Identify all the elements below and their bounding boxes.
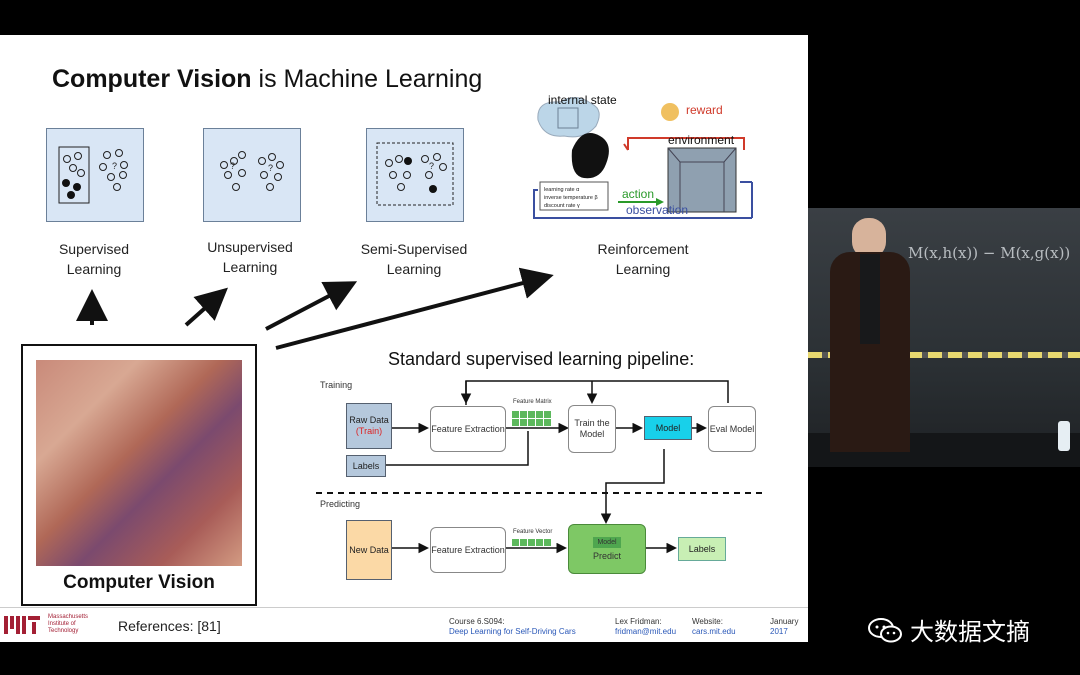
- computer-vision-caption: Computer Vision: [63, 572, 215, 593]
- supervised-panel: ?: [46, 128, 144, 222]
- predicting-label: Predicting: [320, 499, 361, 509]
- predict-model-tag: Model: [593, 536, 621, 548]
- feature-extraction-node-2: Feature Extraction: [430, 527, 506, 573]
- lecturer-head: [852, 218, 886, 258]
- arrows-layer: [76, 267, 554, 350]
- slide: Computer Vision is Machine Learning ? ??: [0, 35, 808, 642]
- rl-param-3: discount rate γ: [544, 203, 580, 209]
- website-info: Website:cars.mit.edu: [692, 617, 736, 636]
- course-info: Course 6.S094:Deep Learning for Self-Dri…: [449, 617, 576, 636]
- raw-data-node: Raw Data(Train): [346, 403, 392, 449]
- water-bottle: [1058, 421, 1070, 451]
- reward-label: reward: [686, 103, 723, 117]
- svg-text:?: ?: [230, 161, 235, 171]
- reinforcement-diagram: internal state reward environment action…: [530, 90, 755, 222]
- internal-state-label: internal state: [548, 93, 617, 107]
- predict-label: Predict: [592, 550, 621, 561]
- lecturer-video: M(x,h(x)) − M(x,g(x)): [808, 208, 1080, 467]
- chalk-tray: [808, 352, 1080, 358]
- pipeline-title: Standard supervised learning pipeline:: [388, 349, 695, 369]
- feature-vector-label: Feature Vector: [513, 529, 553, 535]
- mit-logo-icon: [4, 616, 40, 634]
- unsupervised-panel: ??: [203, 128, 301, 222]
- feature-matrix-label: Feature Matrix: [513, 399, 552, 405]
- eval-model-node: Eval Model: [708, 406, 756, 452]
- chalk-formula: M(x,h(x)) − M(x,g(x)): [908, 244, 1071, 262]
- author-info: Lex Fridman:fridman@mit.edu: [615, 617, 677, 636]
- observation-label: observation: [626, 203, 688, 217]
- new-data-node: New Data: [346, 520, 392, 580]
- labels-output-node: Labels: [678, 537, 726, 561]
- references: References: [81]: [118, 618, 221, 634]
- environment-label: environment: [668, 133, 735, 147]
- action-label: action: [622, 187, 654, 201]
- semi-supervised-panel: ?: [366, 128, 464, 222]
- lena-image: [36, 360, 242, 566]
- rl-param-2: inverse temperature β: [544, 195, 598, 201]
- svg-text:?: ?: [268, 163, 273, 173]
- pipeline-connectors: [316, 380, 766, 554]
- predict-node: Model Predict: [568, 524, 646, 574]
- computer-vision-box: Computer Vision: [21, 344, 257, 606]
- slide-title: Computer Vision is Machine Learning: [52, 65, 483, 93]
- labels-input-node: Labels: [346, 455, 386, 477]
- svg-text:?: ?: [429, 161, 434, 171]
- feature-extraction-node: Feature Extraction: [430, 406, 506, 452]
- model-node: Model: [644, 416, 692, 440]
- training-label: Training: [320, 380, 353, 390]
- svg-text:?: ?: [112, 161, 117, 171]
- lecturer-shirt: [860, 254, 880, 344]
- wechat-icon: [868, 617, 902, 642]
- watermark-text: 大数据文摘: [910, 619, 1030, 646]
- train-model-node: Train the Model: [568, 405, 616, 453]
- watermark: 大数据文摘: [868, 612, 1030, 647]
- rl-param-1: learning rate α: [544, 187, 580, 193]
